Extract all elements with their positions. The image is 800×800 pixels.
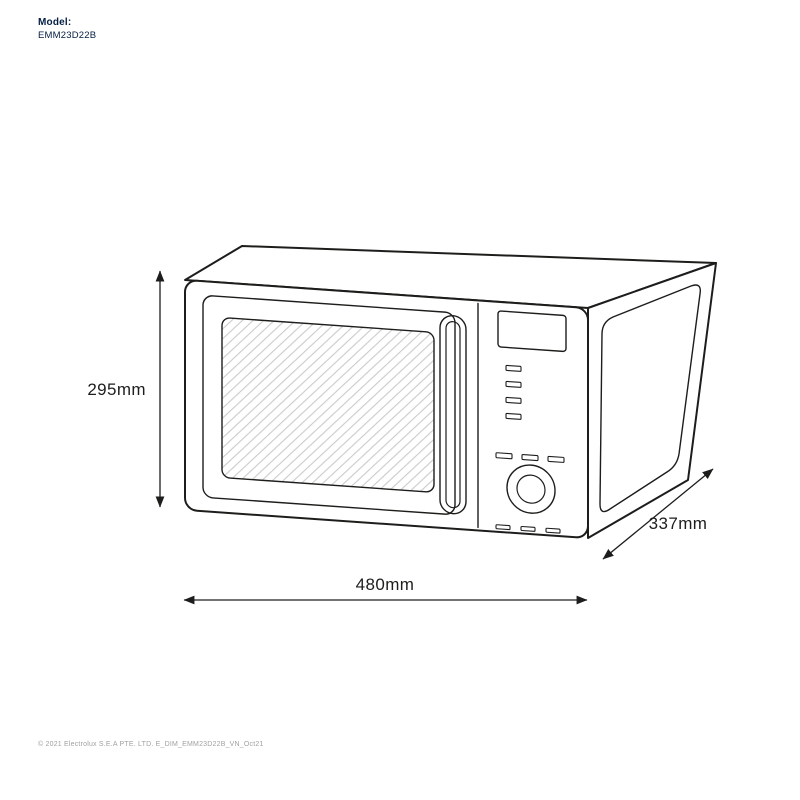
button-dash: [520, 525, 536, 532]
button-dash: [505, 412, 522, 420]
model-number: EMM23D22B: [38, 30, 97, 41]
width-dimension-label: 480mm: [356, 575, 415, 594]
control-knob-outer: [506, 464, 556, 514]
door-handle-inner: [445, 321, 461, 509]
button-dash: [521, 454, 539, 462]
dimension-annotations: 295mm 480mm 337mm: [87, 270, 714, 605]
door-handle: [439, 314, 467, 515]
control-knob-inner: [516, 474, 546, 504]
button-dash: [495, 524, 511, 531]
display-screen: [497, 310, 567, 353]
button-dash: [505, 380, 522, 388]
microwave-drawing: [184, 245, 717, 539]
depth-dimension-label: 337mm: [649, 514, 708, 533]
button-dash: [505, 396, 522, 404]
depth-dimension-line: [602, 468, 714, 560]
height-dimension-label: 295mm: [87, 380, 146, 399]
button-dash: [505, 364, 522, 372]
copyright-text: © 2021 Electrolux S.E.A PTE. LTD. E_DIM_…: [38, 741, 264, 748]
model-block: Model: EMM23D22B: [38, 16, 96, 42]
door-window-glass: [221, 317, 435, 493]
button-dash: [547, 455, 565, 463]
button-dash: [545, 527, 561, 534]
front-face-group: [184, 279, 589, 539]
microwave-right-side-face: [587, 262, 717, 539]
model-label: Model:: [38, 17, 72, 28]
door-frame: [202, 295, 456, 515]
button-dash: [495, 452, 513, 460]
